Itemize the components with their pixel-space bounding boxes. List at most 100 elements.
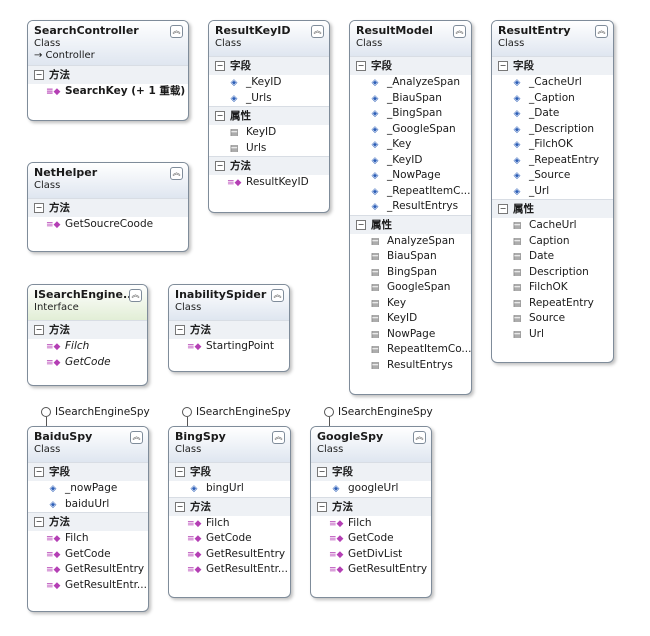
collapse-minus-icon[interactable]: − bbox=[498, 204, 508, 214]
member-method[interactable]: ≡◆Filch bbox=[311, 516, 431, 532]
collapse-minus-icon[interactable]: − bbox=[34, 203, 44, 213]
member-method[interactable]: ≡◆GetResultEntry bbox=[311, 562, 431, 578]
member-field[interactable]: ◈_FilchOK bbox=[492, 137, 613, 153]
member-field[interactable]: ◈_RepeatEntry bbox=[492, 153, 613, 169]
collapse-minus-icon[interactable]: − bbox=[175, 325, 185, 335]
collapse-minus-icon[interactable]: − bbox=[34, 70, 44, 80]
collapse-minus-icon[interactable]: − bbox=[498, 61, 508, 71]
member-field[interactable]: ◈_Urls bbox=[209, 91, 329, 107]
chevron-up-icon[interactable]: ︽ bbox=[413, 431, 426, 444]
chevron-up-icon[interactable]: ︽ bbox=[129, 289, 142, 302]
member-property[interactable]: ▤KeyID bbox=[350, 311, 471, 327]
class-resultmodel[interactable]: ResultModel Class ︽ −字段 ◈_AnalyzeSpan ◈_… bbox=[349, 20, 472, 395]
member-property[interactable]: ▤RepeatEntry bbox=[492, 296, 613, 312]
chevron-up-icon[interactable]: ︽ bbox=[170, 167, 183, 180]
class-bingspy[interactable]: BingSpy Class ︽ −字段 ◈bingUrl −方法 ≡◆Filch… bbox=[168, 426, 291, 598]
collapse-minus-icon[interactable]: − bbox=[34, 517, 44, 527]
member-property[interactable]: ▤BingSpan bbox=[350, 265, 471, 281]
member-property[interactable]: ▤AnalyzeSpan bbox=[350, 234, 471, 250]
class-searchcontroller[interactable]: SearchController Class → Controller ︽ −方… bbox=[27, 20, 189, 121]
collapse-minus-icon[interactable]: − bbox=[317, 501, 327, 512]
member-method[interactable]: ≡◆ResultKeyID bbox=[209, 175, 329, 191]
member-property[interactable]: ▤FilchOK bbox=[492, 280, 613, 296]
member-property[interactable]: ▤RepeatItemCo... bbox=[350, 342, 471, 358]
member-field[interactable]: ◈_Key bbox=[350, 137, 471, 153]
section-properties[interactable]: −属性 bbox=[209, 106, 329, 125]
member-field[interactable]: ◈_CacheUrl bbox=[492, 75, 613, 91]
member-field[interactable]: ◈_Source bbox=[492, 168, 613, 184]
member-field[interactable]: ◈_NowPage bbox=[350, 168, 471, 184]
section-methods[interactable]: −方法 bbox=[28, 512, 148, 531]
section-fields[interactable]: −字段 bbox=[169, 462, 290, 481]
section-fields[interactable]: −字段 bbox=[209, 56, 329, 75]
section-methods[interactable]: −方法 bbox=[169, 320, 289, 339]
member-field[interactable]: ◈_AnalyzeSpan bbox=[350, 75, 471, 91]
member-method[interactable]: ≡◆GetDivList bbox=[311, 547, 431, 563]
member-field[interactable]: ◈_Description bbox=[492, 122, 613, 138]
member-property[interactable]: ▤ResultEntrys bbox=[350, 358, 471, 374]
member-method[interactable]: ≡◆GetResultEntr... bbox=[28, 578, 148, 594]
member-field[interactable]: ◈_nowPage bbox=[28, 481, 148, 497]
section-methods[interactable]: −方法 bbox=[311, 496, 431, 516]
member-method[interactable]: ≡◆GetResultEntry bbox=[169, 547, 290, 563]
member-property[interactable]: ▤BiauSpan bbox=[350, 249, 471, 265]
collapse-minus-icon[interactable]: − bbox=[175, 501, 185, 512]
collapse-minus-icon[interactable]: − bbox=[34, 325, 44, 335]
collapse-minus-icon[interactable]: − bbox=[215, 111, 225, 121]
member-property[interactable]: ▤Description bbox=[492, 265, 613, 281]
section-methods[interactable]: −方法 bbox=[209, 156, 329, 175]
member-property[interactable]: ▤Caption bbox=[492, 234, 613, 250]
section-properties[interactable]: −属性 bbox=[350, 214, 471, 234]
section-properties[interactable]: −属性 bbox=[492, 199, 613, 218]
section-fields[interactable]: −字段 bbox=[28, 462, 148, 481]
member-property[interactable]: ▤KeyID bbox=[209, 125, 329, 141]
section-fields[interactable]: −字段 bbox=[492, 56, 613, 75]
section-methods[interactable]: −方法 bbox=[28, 198, 188, 217]
member-method[interactable]: ≡◆Filch bbox=[28, 339, 147, 355]
member-method[interactable]: ≡◆GetCode bbox=[28, 547, 148, 563]
class-resultentry[interactable]: ResultEntry Class ︽ −字段 ◈_CacheUrl ◈_Cap… bbox=[491, 20, 614, 363]
member-field[interactable]: ◈googleUrl bbox=[311, 481, 431, 497]
class-baiduspy[interactable]: BaiduSpy Class ︽ −字段 ◈_nowPage ◈baiduUrl… bbox=[27, 426, 149, 612]
member-property[interactable]: ▤Date bbox=[492, 249, 613, 265]
chevron-up-icon[interactable]: ︽ bbox=[170, 25, 183, 38]
member-property[interactable]: ▤GoogleSpan bbox=[350, 280, 471, 296]
section-fields[interactable]: −字段 bbox=[350, 56, 471, 75]
member-method[interactable]: ≡◆Filch bbox=[28, 531, 148, 547]
member-field[interactable]: ◈_GoogleSpan bbox=[350, 122, 471, 138]
chevron-up-icon[interactable]: ︽ bbox=[453, 25, 466, 38]
member-property[interactable]: ▤NowPage bbox=[350, 327, 471, 343]
member-field[interactable]: ◈_Url bbox=[492, 184, 613, 200]
member-method[interactable]: ≡◆Filch bbox=[169, 516, 290, 532]
class-inabilityspider[interactable]: InabilitySpider Class ︽ −方法 ≡◆StartingPo… bbox=[168, 284, 290, 372]
member-property[interactable]: ▤Url bbox=[492, 327, 613, 343]
class-googlespy[interactable]: GoogleSpy Class ︽ −字段 ◈googleUrl −方法 ≡◆F… bbox=[310, 426, 432, 598]
section-methods[interactable]: −方法 bbox=[28, 320, 147, 339]
collapse-minus-icon[interactable]: − bbox=[215, 61, 225, 71]
member-method[interactable]: ≡◆StartingPoint bbox=[169, 339, 289, 355]
member-property[interactable]: ▤Urls bbox=[209, 141, 329, 157]
member-method[interactable]: ≡◆GetResultEntr... bbox=[169, 562, 290, 578]
member-field[interactable]: ◈_BiauSpan bbox=[350, 91, 471, 107]
member-method[interactable]: ≡◆GetCode bbox=[28, 355, 147, 371]
member-method[interactable]: ≡◆GetCode bbox=[311, 531, 431, 547]
collapse-minus-icon[interactable]: − bbox=[34, 467, 44, 477]
collapse-minus-icon[interactable]: − bbox=[356, 219, 366, 230]
collapse-minus-icon[interactable]: − bbox=[215, 161, 225, 171]
interface-isearchenginespy[interactable]: ISearchEngine... Interface ︽ −方法 ≡◆Filch… bbox=[27, 284, 148, 386]
member-field[interactable]: ◈_RepeatItemC... bbox=[350, 184, 471, 200]
member-field[interactable]: ◈_KeyID bbox=[209, 75, 329, 91]
class-resultkeyid[interactable]: ResultKeyID Class ︽ −字段 ◈_KeyID ◈_Urls −… bbox=[208, 20, 330, 213]
section-fields[interactable]: −字段 bbox=[311, 462, 431, 481]
collapse-minus-icon[interactable]: − bbox=[175, 467, 185, 477]
member-field[interactable]: ◈bingUrl bbox=[169, 481, 290, 497]
collapse-minus-icon[interactable]: − bbox=[317, 467, 327, 477]
member-field[interactable]: ◈_ResultEntrys bbox=[350, 199, 471, 215]
chevron-up-icon[interactable]: ︽ bbox=[272, 431, 285, 444]
chevron-up-icon[interactable]: ︽ bbox=[130, 431, 143, 444]
section-methods[interactable]: −方法 bbox=[28, 65, 188, 84]
chevron-up-icon[interactable]: ︽ bbox=[271, 289, 284, 302]
member-field[interactable]: ◈_KeyID bbox=[350, 153, 471, 169]
member-method[interactable]: ≡◆GetResultEntry bbox=[28, 562, 148, 578]
member-property[interactable]: ▤Source bbox=[492, 311, 613, 327]
